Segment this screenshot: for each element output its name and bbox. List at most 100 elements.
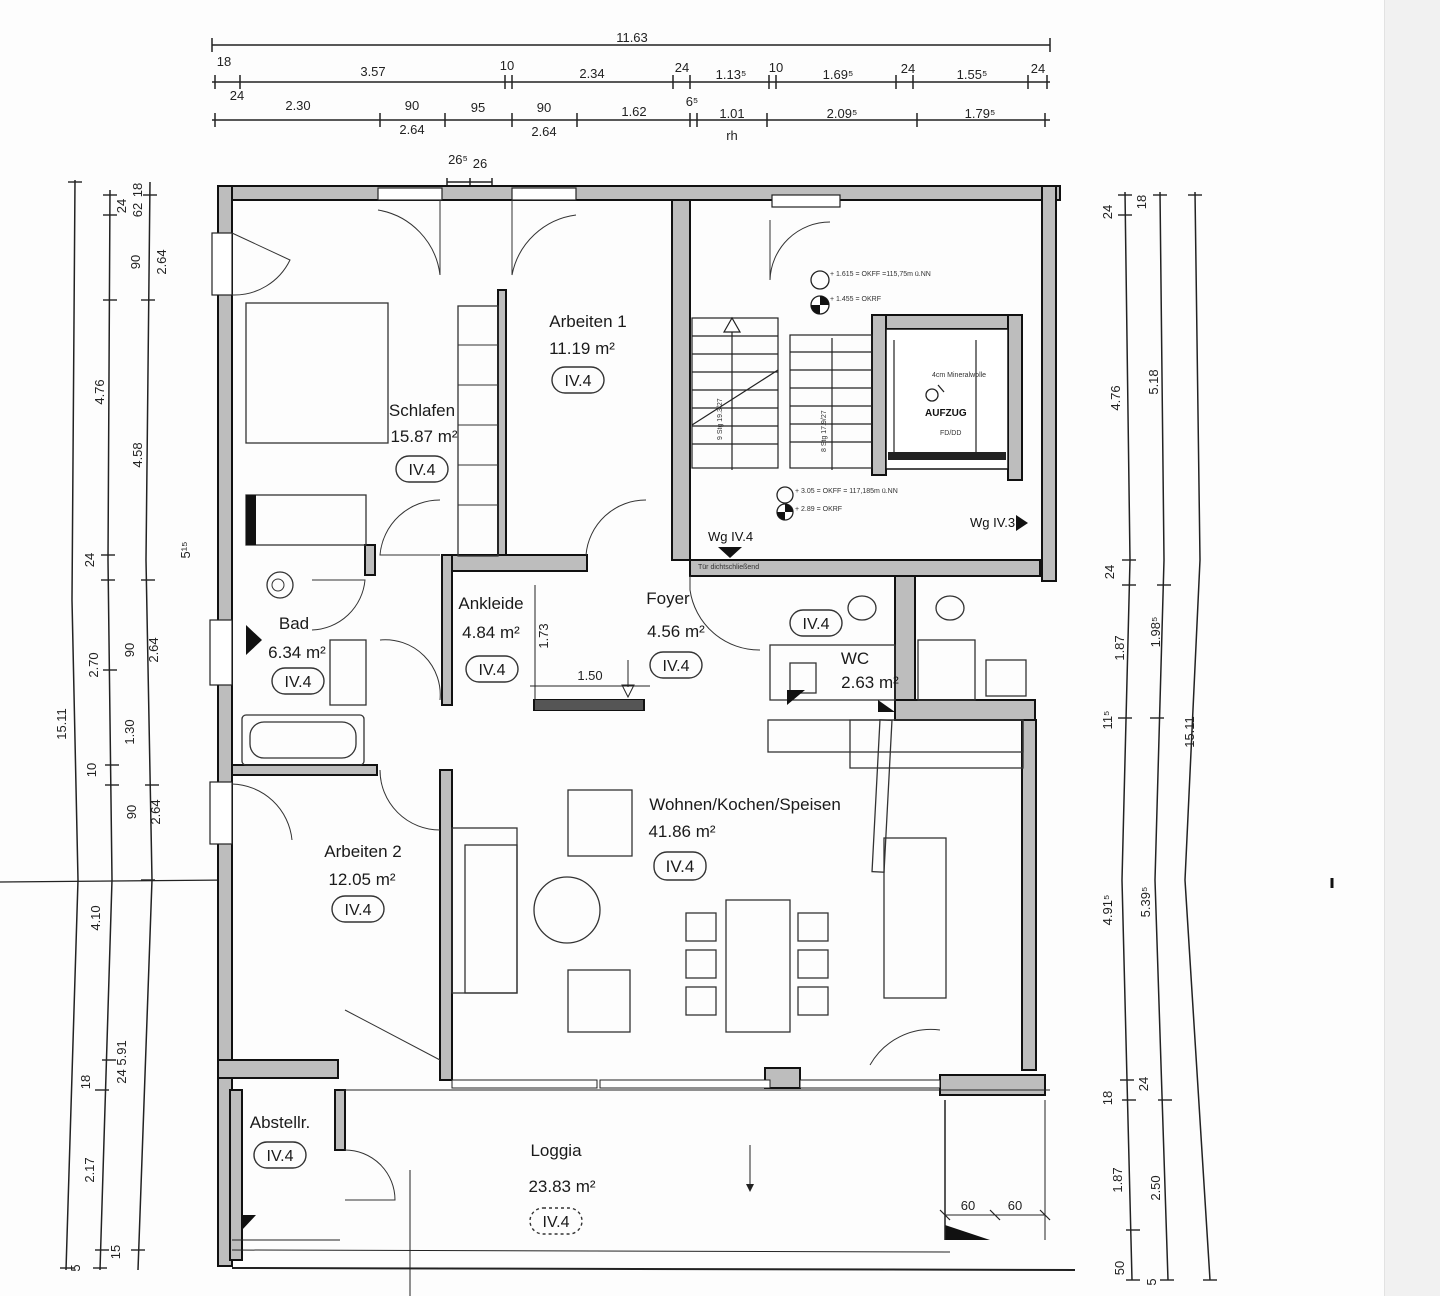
wall-lift-right [1007, 314, 1023, 481]
dim-inner-2: 60 [961, 1198, 975, 1213]
wall-bad-bottom [231, 764, 378, 776]
room-name: Arbeiten 2 [324, 842, 402, 861]
door-swing-schlafen-side [231, 232, 291, 296]
lift-cabin [885, 328, 1009, 470]
inner-dimensions [530, 585, 1051, 1221]
dim-inner-0: 1.73 [536, 623, 551, 648]
dim-top-row3-6: 6⁵ [686, 94, 699, 109]
entry-arrow-iv4 [718, 547, 742, 558]
doors [231, 200, 941, 1201]
dim-left-c3-3: 2.64 [148, 799, 163, 824]
room-abstellr: Abstellr. IV.4 [250, 1113, 310, 1169]
entry-arrow-iv3 [1016, 515, 1028, 531]
dim-right-c2-0: 18 [1134, 195, 1149, 209]
dim-top-row3-7: 1.01 [719, 106, 744, 121]
room-name: Wohnen/Kochen/Speisen [649, 795, 841, 814]
sink-bad [329, 639, 367, 706]
walls [217, 185, 1061, 1267]
dining-table [725, 899, 791, 1033]
sofa [451, 827, 518, 994]
dim-left-c2-2: 24 [82, 553, 97, 567]
shower [245, 494, 367, 546]
dim-top-row3-4: 90 [537, 100, 551, 115]
window-loggia-left [451, 1079, 598, 1089]
shower-drain [246, 495, 256, 545]
room-area: 15.87 m² [390, 427, 457, 446]
window-bad [209, 619, 233, 686]
room-schlafen: Schlafen 15.87 m² IV.4 [389, 401, 458, 483]
room-code-badge [649, 651, 703, 679]
dim-top-small-1: 26 [473, 156, 487, 171]
toilet-bad [266, 571, 294, 599]
room-code: IV.4 [803, 616, 830, 633]
dim-top-total: 11.63 [616, 30, 648, 45]
dim-left-small-1: 5¹⁵ [178, 542, 193, 559]
lift-fire-door-label: FD/DD [940, 430, 961, 437]
dim-right-outer: 15.11 [1182, 716, 1197, 748]
wall-left [217, 185, 233, 1267]
dim-left-c1-1: 4.58 [130, 442, 145, 467]
wall-right-upper [1041, 185, 1057, 582]
top-dimension-lines: 11.63 18 3.57 10 2.34 24 1.13⁵ 10 1.69⁵ … [211, 30, 1051, 186]
wall-bad-top [364, 544, 376, 576]
right-gutter [1384, 0, 1440, 1296]
dim-right-c1-0: 24 [1100, 205, 1115, 219]
door-swing-arbeiten2-window [231, 783, 293, 841]
right-dimension-lines: 24 4.76 24 1.87 11⁵ 4.91⁵ 18 1.87 50 18 … [1100, 191, 1334, 1286]
room-area: 11.19 m² [549, 339, 615, 358]
dim-right-c1-3: 1.87 [1112, 635, 1127, 660]
window-loggia-right [799, 1079, 941, 1089]
wc-counter [769, 644, 896, 701]
room-name: Schlafen [389, 401, 455, 420]
door-seal-label: Tür dichtschließend [698, 564, 759, 571]
wardrobe-lines [458, 344, 498, 506]
room-code: IV.4 [479, 662, 506, 679]
coffee-table [533, 876, 601, 944]
wall-wc [894, 575, 916, 717]
dim-inner-3: 60 [1008, 1198, 1022, 1213]
door-arbeiten2 [379, 769, 441, 831]
dim-top-row3-1: 2.30 [285, 98, 310, 113]
dim-inner-1: 1.50 [577, 668, 602, 683]
room-name: Loggia [530, 1141, 582, 1160]
dim-left-c1-0: 4.76 [92, 379, 107, 404]
dim-top-row2-8: 24 [901, 61, 915, 76]
pillar-loggia [764, 1067, 801, 1089]
dim-left-c2-5: 90 [124, 805, 139, 819]
entry-label-iv4: Wg IV.4 [708, 529, 753, 544]
dim-left-c2-0: 24 [114, 199, 129, 213]
dim-top-row2-4: 24 [675, 60, 689, 75]
dim-left-c2-1: 90 [128, 255, 143, 269]
level-marker-1 [810, 270, 830, 290]
door-abstellr [344, 1149, 396, 1201]
dim-top-row3-5: 1.62 [621, 104, 646, 119]
wall-abstell-top [217, 1059, 339, 1079]
room-code-badge [653, 851, 707, 881]
room-area: 4.56 m² [647, 622, 705, 641]
dim-right-c2-6: 5 [1144, 1278, 1159, 1285]
room-code-badge [271, 667, 325, 695]
room-code-badge [529, 1207, 583, 1235]
door-swing-stairwell-window [769, 220, 831, 281]
room-bad: Bad 6.34 m² IV.4 [268, 614, 326, 695]
dim-top-row2-9: 1.55⁵ [957, 67, 988, 82]
furniture [241, 302, 1027, 1240]
window-schlafen [211, 232, 233, 296]
dim-top-row2-5: 1.13⁵ [716, 67, 747, 82]
room-area: 23.83 m² [528, 1177, 595, 1196]
room-code-badge [331, 895, 385, 923]
room-area: 2.63 m² [841, 673, 899, 692]
dim-left-c2-3: 90 [122, 643, 137, 657]
lift-insulation-label: 4cm Mineralwolle [932, 372, 986, 379]
bed [245, 302, 389, 444]
dim-left-c1-5: 2.17 [82, 1157, 97, 1182]
dim-left-c3-5: 15 [108, 1245, 123, 1259]
dim-left-small-0: 18 [130, 183, 145, 197]
door-entry [689, 576, 761, 651]
dim-top-row2-7: 1.69⁵ [823, 67, 854, 82]
room-code: IV.4 [267, 1148, 294, 1165]
dim-left-c2-6: 18 [78, 1075, 93, 1089]
level-okff-2: + 3.05 = OKFF = 117,185m ü.NN [795, 488, 898, 495]
dim-right-c1-5: 4.91⁵ [1100, 895, 1115, 926]
